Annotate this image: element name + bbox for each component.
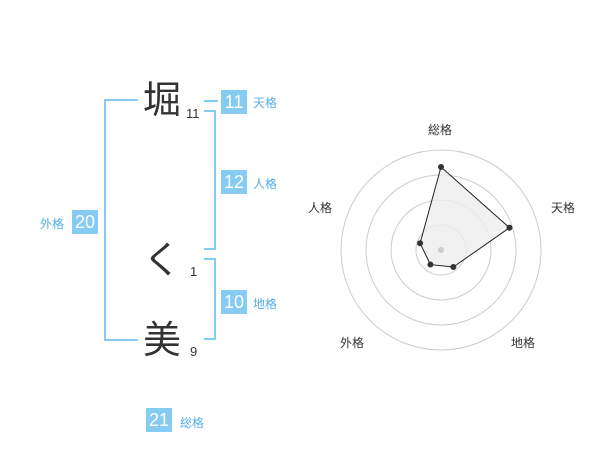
jinkaku-label: 人格 xyxy=(253,177,278,191)
radar-axis-label-gaikaku: 外格 xyxy=(340,336,365,350)
radar-axis-label-chikaku: 地格 xyxy=(511,336,536,350)
name-char-2: く xyxy=(142,238,181,282)
radar-point-5 xyxy=(417,240,424,247)
radar-shape xyxy=(419,166,511,268)
name-char-3: 美 xyxy=(142,318,181,362)
chikaku-bracket xyxy=(204,258,216,340)
radar-point-2 xyxy=(506,224,513,231)
stroke-count-3: 9 xyxy=(190,344,198,359)
stroke-count-2: 1 xyxy=(190,264,198,279)
tenkaku-value: 11 xyxy=(221,90,247,114)
chikaku-value: 10 xyxy=(221,290,248,314)
soukaku-value: 21 xyxy=(146,408,173,432)
radar-axis-label-soukaku: 総格 xyxy=(428,123,453,137)
radar-ring xyxy=(340,149,542,351)
radar-axis-label-jinkaku: 人格 xyxy=(308,201,333,215)
radar-axis-label-tenkaku: 天格 xyxy=(551,201,576,215)
jinkaku-bracket xyxy=(204,110,216,250)
gaikaku-label: 外格 xyxy=(40,217,65,231)
radar-center xyxy=(438,247,444,253)
soukaku-label: 総格 xyxy=(180,416,205,430)
stroke-count-1: 11 xyxy=(186,106,200,121)
radar-point-4 xyxy=(427,261,434,268)
chikaku-label: 地格 xyxy=(253,297,278,311)
tenkaku-label: 天格 xyxy=(253,96,278,110)
radar-point-1 xyxy=(438,164,444,170)
gaikaku-value: 20 xyxy=(72,210,99,234)
gaikaku-bracket xyxy=(104,99,138,341)
radar-point-3 xyxy=(450,263,457,270)
tenkaku-connector xyxy=(204,100,218,102)
name-char-1: 堀 xyxy=(142,78,181,122)
jinkaku-value: 12 xyxy=(221,170,248,194)
